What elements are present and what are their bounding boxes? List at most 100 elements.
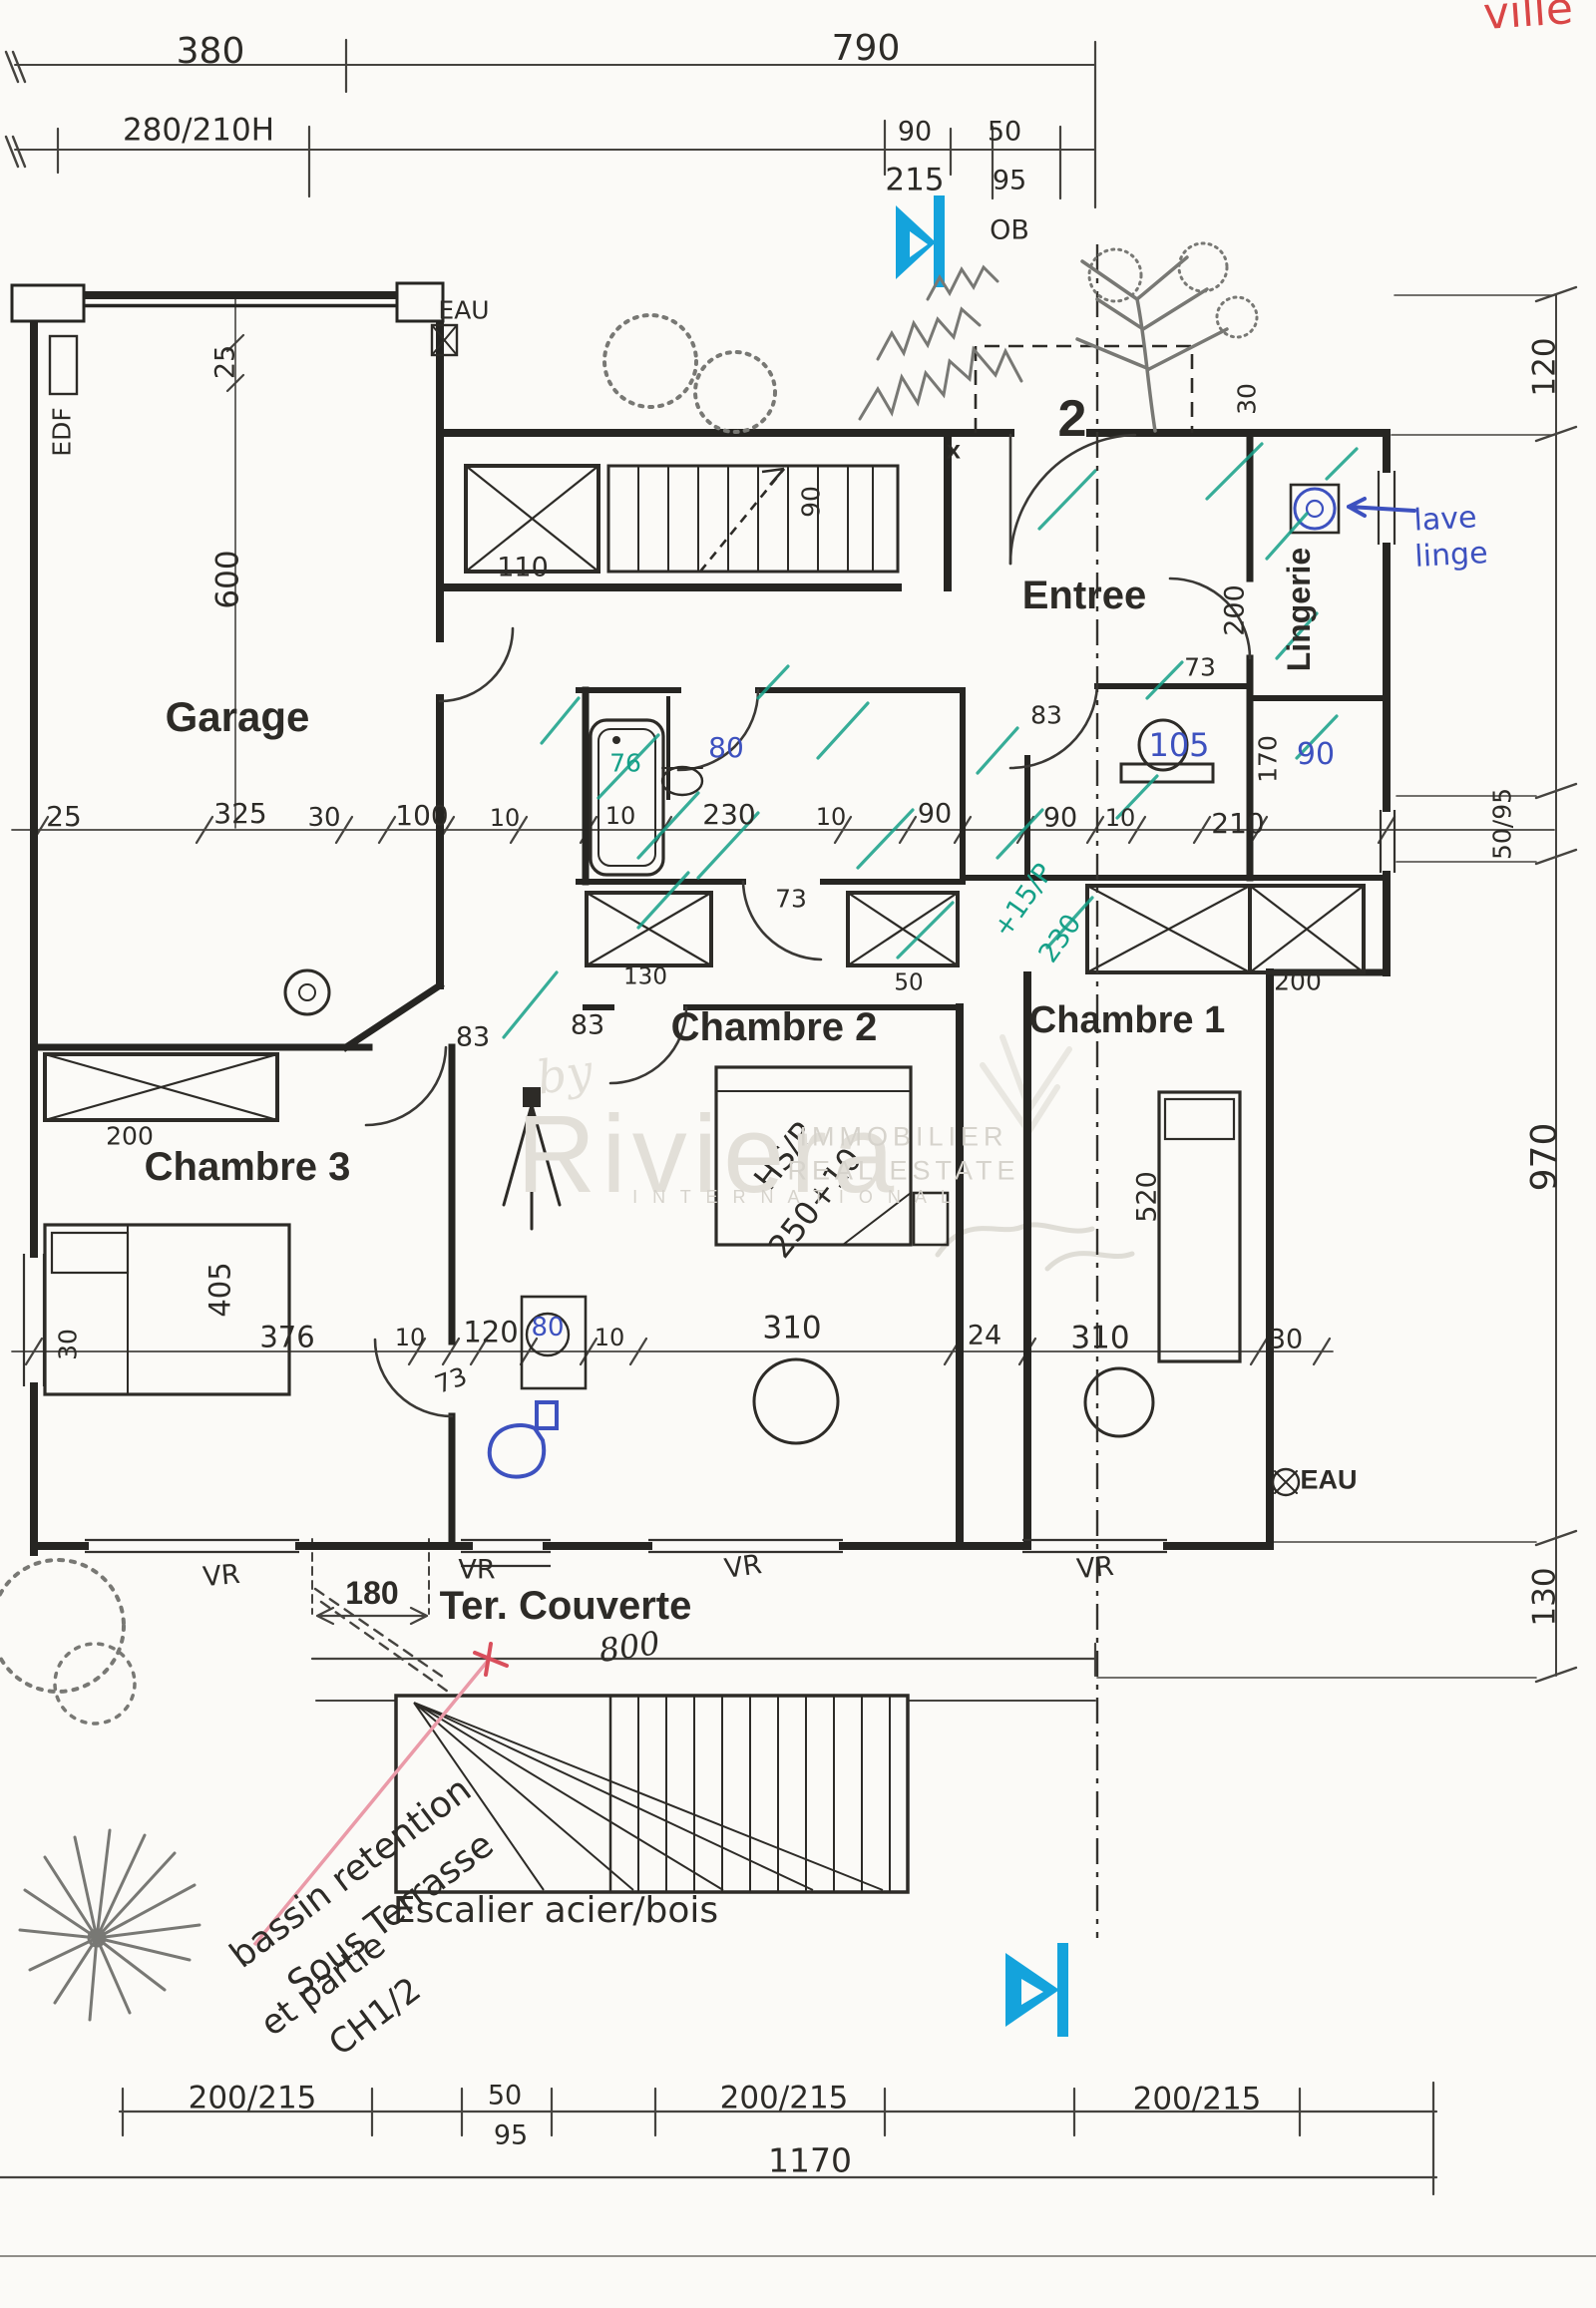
washbasin-icon	[660, 765, 704, 797]
dim-970-right: 970	[1524, 1122, 1565, 1192]
note-230-teal: 230	[1032, 908, 1088, 969]
bed-chambre1	[1157, 1090, 1242, 1363]
note-90-blue: 90	[1296, 737, 1336, 772]
label-eau-right: EAU	[1300, 1464, 1358, 1495]
porch-dashed-outline	[974, 344, 1194, 433]
mid-25: 25	[46, 800, 82, 833]
dim-405: 405	[202, 1262, 237, 1318]
furniture	[43, 323, 1341, 1497]
vr-4: VR	[1075, 1550, 1115, 1586]
ceiling-light-ch2-icon	[752, 1357, 840, 1445]
row2-10-b: 10	[594, 1324, 625, 1351]
dim-50-95-right: 50/95	[1487, 787, 1517, 861]
washing-machine-icon	[1289, 483, 1341, 535]
dim-83-wc: 83	[1030, 700, 1062, 730]
mid-10-c: 10	[815, 803, 847, 831]
label-edf: EDF	[47, 407, 77, 457]
dim-83-b: 83	[570, 1009, 605, 1041]
tree-icon	[1075, 241, 1259, 433]
wm-riviera: Riviera	[516, 1093, 901, 1216]
eau-symbol-top-icon	[430, 323, 459, 357]
dim-25-vert: 25	[209, 344, 241, 380]
toilet-icon	[1119, 718, 1215, 784]
bed-chambre3	[43, 1223, 291, 1396]
bot-1170: 1170	[768, 2140, 852, 2180]
note-linge: linge	[1413, 536, 1489, 575]
dim-90-top: 90	[897, 116, 933, 148]
closet-ch3	[43, 1052, 279, 1122]
label-eau-top: EAU	[438, 295, 490, 325]
ceiling-light-ch1-icon	[1083, 1366, 1155, 1438]
pink-retention-line	[252, 1659, 490, 1947]
dim-200-entree: 200	[1219, 584, 1251, 636]
dim-30-entry: 30	[1232, 383, 1262, 415]
room-chambre1: Chambre 1	[1028, 999, 1226, 1041]
dim-280-210H: 280/210H	[122, 112, 275, 149]
note-ob: OB	[990, 214, 1029, 246]
note-lave: lave	[1412, 500, 1478, 539]
lave-linge-arrow-icon	[1347, 497, 1416, 518]
row2-376: 376	[259, 1320, 315, 1354]
dim-95-top: 95	[992, 165, 1027, 196]
vr-1: VR	[201, 1558, 241, 1594]
dim-200-ch3: 200	[106, 1121, 154, 1151]
bot-50: 50	[487, 2080, 523, 2112]
note-80-basin: 80	[531, 1313, 565, 1343]
dim-120-right: 120	[1526, 337, 1563, 397]
tree-bottom-left-icon	[0, 1558, 137, 1726]
palm-icon	[18, 1828, 201, 2022]
plants	[0, 241, 1259, 2022]
mid-100: 100	[395, 799, 449, 832]
dim-30-ch3: 30	[53, 1329, 83, 1360]
mid-10-d: 10	[1104, 804, 1136, 832]
red-note: ville	[1481, 0, 1575, 41]
edf-meter-icon	[48, 334, 79, 396]
closet-bath-left	[585, 891, 713, 967]
tripod-lamp-icon	[502, 1087, 562, 1231]
bot-95: 95	[493, 2119, 529, 2151]
bot-200215-2: 200/215	[719, 2080, 849, 2116]
mid-90-b: 90	[1042, 802, 1078, 834]
ceiling-light-garage-icon	[283, 968, 331, 1016]
dim-800: 800	[597, 1623, 662, 1671]
row2-24: 24	[967, 1320, 1002, 1351]
row2-310-b: 310	[1070, 1320, 1130, 1356]
vr-2: VR	[458, 1554, 496, 1586]
red-cross-mark	[473, 1642, 509, 1677]
closet-hall	[464, 464, 600, 574]
room-entree: Entree	[1021, 574, 1147, 617]
dim-170: 170	[1253, 735, 1283, 783]
room-chambre2: Chambre 2	[670, 1005, 878, 1049]
shrub-icon	[602, 313, 777, 434]
num-2: 2	[1057, 390, 1087, 448]
closet-ch1-right	[1248, 884, 1366, 974]
wm-immobilier: IMMOBILIER	[799, 1121, 1008, 1152]
row2-120: 120	[463, 1315, 519, 1349]
section-marker-a-bottom	[1005, 1943, 1068, 2037]
stairs-terrace-icon	[394, 1694, 910, 1894]
mid-30: 30	[307, 803, 341, 833]
row2-10-a: 10	[394, 1324, 426, 1351]
dim-83-a: 83	[455, 1021, 491, 1053]
mark-x: x	[947, 436, 961, 465]
dim-180: 180	[345, 1575, 399, 1611]
dim-90-stairs: 90	[796, 486, 826, 518]
room-garage: Garage	[165, 693, 310, 740]
room-lingerie: Lingerie	[1281, 547, 1317, 672]
mid-230: 230	[702, 798, 756, 831]
room-terrasse: Ter. Couverte	[439, 1584, 692, 1628]
teal-hatching	[502, 442, 1359, 1039]
bush-cluster-icon	[858, 264, 1023, 421]
dim-790: 790	[831, 28, 901, 69]
dim-600-vert: 600	[209, 550, 246, 609]
dim-130-right: 130	[1526, 1567, 1563, 1627]
bed-chambre2	[714, 1065, 950, 1247]
mid-10-b: 10	[604, 802, 636, 830]
dim-200-ch1: 200	[1274, 966, 1322, 996]
dim-380: 380	[176, 31, 245, 72]
dim-130-closet: 130	[623, 963, 667, 990]
toilet-sketch-blue-icon	[487, 1400, 559, 1479]
closets	[43, 464, 1366, 1122]
dim-50-top: 50	[987, 116, 1022, 148]
wm-international: I N T E R N A T I O N A L	[632, 1187, 956, 1207]
